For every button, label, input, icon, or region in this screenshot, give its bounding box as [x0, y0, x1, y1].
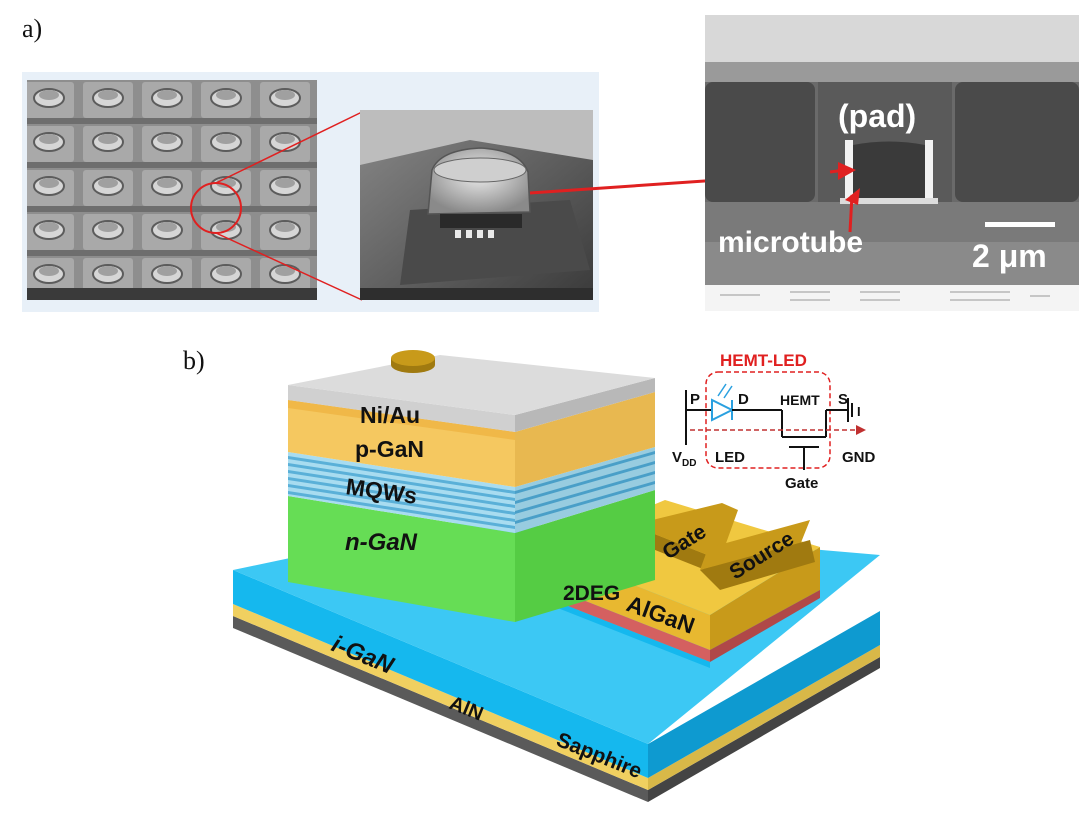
p-gan-layer-front [288, 400, 515, 487]
panel-label-a: a) [22, 14, 43, 43]
circuit-current: I [857, 404, 861, 419]
aln-layer-front [233, 604, 648, 790]
mqws-layer [288, 447, 655, 533]
pad-label: (pad) [838, 98, 916, 134]
current-arrow-icon [856, 425, 866, 435]
label-2deg: 2DEG [563, 582, 620, 605]
circuit-hemt: HEMT [780, 392, 820, 408]
circuit-vdd: VDD [672, 449, 696, 469]
two-deg-layer [545, 585, 710, 662]
circuit-title: HEMT-LED [720, 351, 807, 370]
circuit-dashed-box [705, 371, 831, 469]
gate-contact [632, 503, 738, 560]
scale-bar-label: 2 μm [972, 238, 1047, 274]
sem-cross-section-image: (pad) microtube 2 μm [705, 15, 1079, 311]
scale-bar [985, 222, 1055, 227]
i-gan-layer-front [233, 570, 648, 778]
sem-zoom-image [360, 110, 593, 300]
circuit-p: P [690, 391, 700, 408]
zoom-line-bottom [215, 232, 363, 301]
microtube-label: microtube [718, 226, 863, 259]
label-n-gan: n-GaN [345, 529, 418, 556]
circuit-gate: Gate [785, 475, 818, 492]
ni-au-layer-front [288, 385, 515, 432]
circuit-led: LED [715, 449, 745, 466]
arrow-head [838, 162, 856, 180]
device-diagram: Ni/Au p-GaN MQWs n-GaN i-GaN AlN Sapphir… [233, 350, 880, 802]
label-ni-au: Ni/Au [360, 402, 420, 428]
zoom-line-top [215, 111, 363, 184]
sapphire-layer-front [233, 616, 648, 802]
sem-panel: (pad) microtube 2 μm [22, 15, 1079, 312]
panel-label-b: b) [183, 346, 205, 375]
label-p-gan: p-GaN [355, 436, 424, 462]
circuit-s: S [838, 391, 848, 408]
ni-au-top [288, 355, 655, 415]
source-contact [700, 520, 810, 570]
circuit-d: D [738, 391, 749, 408]
circuit-schematic: HEMT-LED P D HEMT S I VDD LED GND Gate [672, 351, 876, 492]
sem-array-image [27, 80, 317, 300]
circuit-gnd: GND [842, 449, 876, 466]
n-gan-layer-front [288, 496, 515, 622]
led-diode-icon [711, 398, 735, 422]
